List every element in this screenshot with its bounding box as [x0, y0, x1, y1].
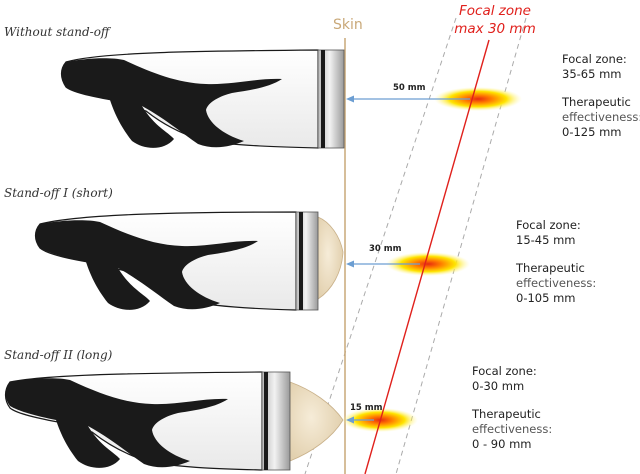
info-block-2: Focal zone: 15-45 mm Therapeutic effecti…: [516, 218, 596, 306]
distance-label-2: 30 mm: [369, 244, 402, 254]
focal-zone-label: Focal zone:: [472, 364, 537, 378]
focal-zone-value: 0-30 mm: [472, 379, 525, 393]
focal-hotspot-2: [386, 252, 470, 276]
standoff-pad: [289, 381, 344, 462]
case-title-without-standoff: Without stand-off: [4, 25, 110, 39]
focal-zone-label: Focal zone:: [562, 52, 627, 66]
focal-hotspot-1: [434, 87, 522, 111]
case-title-standoff-long: Stand-off II (long): [4, 348, 113, 362]
handpiece-grip: [61, 58, 282, 148]
handpiece-ring: [299, 212, 303, 310]
handpiece-ring: [264, 372, 268, 470]
focal-zone-title: Focal zone max 30 mm: [440, 2, 550, 38]
distance-arrow-1: [346, 95, 470, 103]
therapeutic-label: Therapeutic: [516, 261, 585, 275]
focal-zone-value: 15-45 mm: [516, 233, 576, 247]
handpiece-without-standoff: [60, 49, 345, 149]
focal-zone-boundary-right: [395, 17, 527, 474]
handpiece-grip: [35, 220, 258, 310]
info-block-3: Focal zone: 0-30 mm Therapeutic effectiv…: [472, 364, 552, 452]
focal-zone-boundary-left: [304, 17, 457, 474]
handpiece-standoff-long: [4, 371, 344, 471]
effectiveness-label: effectiveness:: [472, 422, 553, 436]
distance-label-1: 50 mm: [393, 83, 426, 93]
handpiece-ring: [321, 50, 325, 148]
distance-arrow-3: [346, 416, 374, 424]
therapeutic-label: Therapeutic: [472, 407, 541, 421]
focal-line: [364, 39, 490, 474]
info-block-1: Focal zone: 35-65 mm Therapeutic effecti…: [562, 52, 640, 140]
effectiveness-value: 0 - 90 mm: [472, 437, 532, 451]
case-title-standoff-short: Stand-off I (short): [4, 186, 113, 200]
skin-label: Skin: [333, 17, 363, 33]
distance-label-3: 15 mm: [350, 403, 383, 413]
standoff-pad: [317, 216, 344, 300]
effectiveness-value: 0-125 mm: [562, 125, 622, 139]
effectiveness-value: 0-105 mm: [516, 291, 576, 305]
focal-zone-value: 35-65 mm: [562, 67, 622, 81]
effectiveness-label: effectiveness:: [562, 110, 640, 124]
effectiveness-label: effectiveness:: [516, 276, 597, 290]
handpiece-grip: [5, 378, 228, 468]
therapeutic-label: Therapeutic: [562, 95, 631, 109]
distance-arrow-2: [346, 260, 420, 268]
focal-zone-title-line1: Focal zone: [459, 3, 531, 19]
handpiece-standoff-short: [34, 211, 344, 311]
focal-zone-title-line2: max 30 mm: [454, 21, 536, 37]
focal-zone-label: Focal zone:: [516, 218, 581, 232]
